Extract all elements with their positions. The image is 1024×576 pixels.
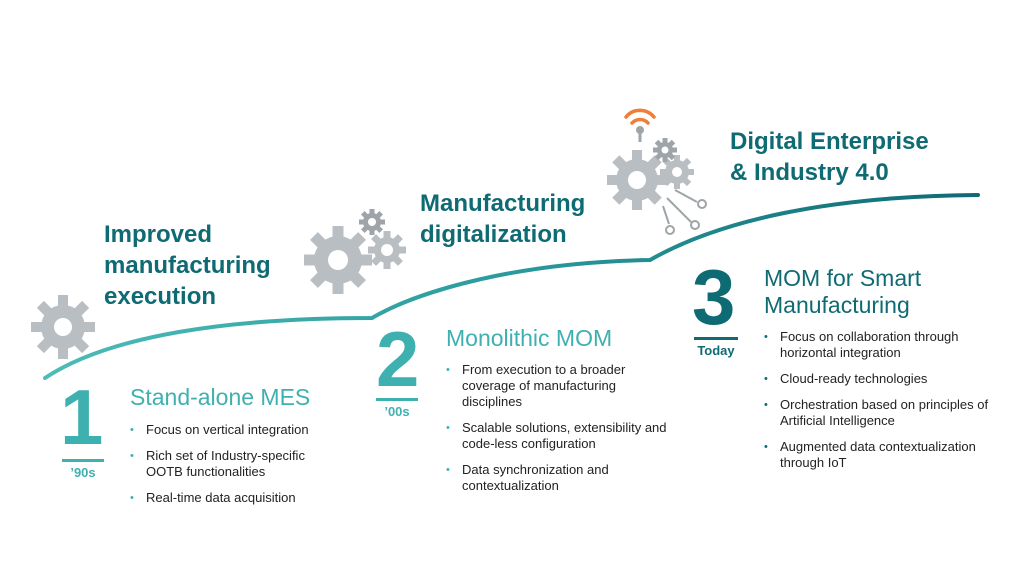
phase-2-bullets: From execution to a broader coverage of … [446, 362, 676, 504]
phase-1-era: ’90s [70, 465, 96, 480]
phase-3-number: 3 [692, 253, 736, 341]
phase-1-bullets: Focus on vertical integration Rich set o… [130, 422, 345, 516]
wifi-icon [624, 108, 656, 142]
list-item: Orchestration based on principles of Art… [764, 397, 1014, 429]
list-item: Augmented data contextualization through… [764, 439, 1014, 471]
era-divider [62, 459, 104, 462]
gears-cluster-icon [607, 138, 694, 210]
phase-1-subtitle: Stand-alone MES [130, 384, 311, 410]
circuit-lines-icon [662, 189, 707, 235]
list-item: Scalable solutions, extensibility and co… [446, 420, 676, 452]
list-item: Rich set of Industry-specific OOTB funct… [130, 448, 345, 480]
gears-cluster-icon [304, 209, 406, 294]
phase-3-bullets: Focus on collaboration through horizonta… [764, 329, 1014, 481]
phase-1-number: 1 [60, 373, 104, 461]
list-item: Focus on collaboration through horizonta… [764, 329, 1014, 361]
phase-1-title: Improved manufacturing execution [104, 221, 271, 310]
phase-2-number: 2 [376, 315, 420, 403]
gear-icon [31, 295, 95, 359]
phase-3-era: Today [697, 343, 735, 358]
phase-3-subtitle: MOM for Smart Manufacturing [764, 265, 922, 318]
phase-2-title: Manufacturing digitalization [420, 190, 586, 248]
list-item: Real-time data acquisition [130, 490, 345, 506]
phase-3-title: Digital Enterprise & Industry 4.0 [730, 128, 929, 186]
era-divider [694, 337, 738, 340]
list-item: Cloud-ready technologies [764, 371, 1014, 387]
era-divider [376, 398, 418, 401]
phase-2-era: ’00s [384, 404, 410, 419]
phase-2-subtitle: Monolithic MOM [446, 325, 613, 351]
list-item: Focus on vertical integration [130, 422, 345, 438]
list-item: From execution to a broader coverage of … [446, 362, 676, 410]
list-item: Data synchronization and contextualizati… [446, 462, 676, 494]
